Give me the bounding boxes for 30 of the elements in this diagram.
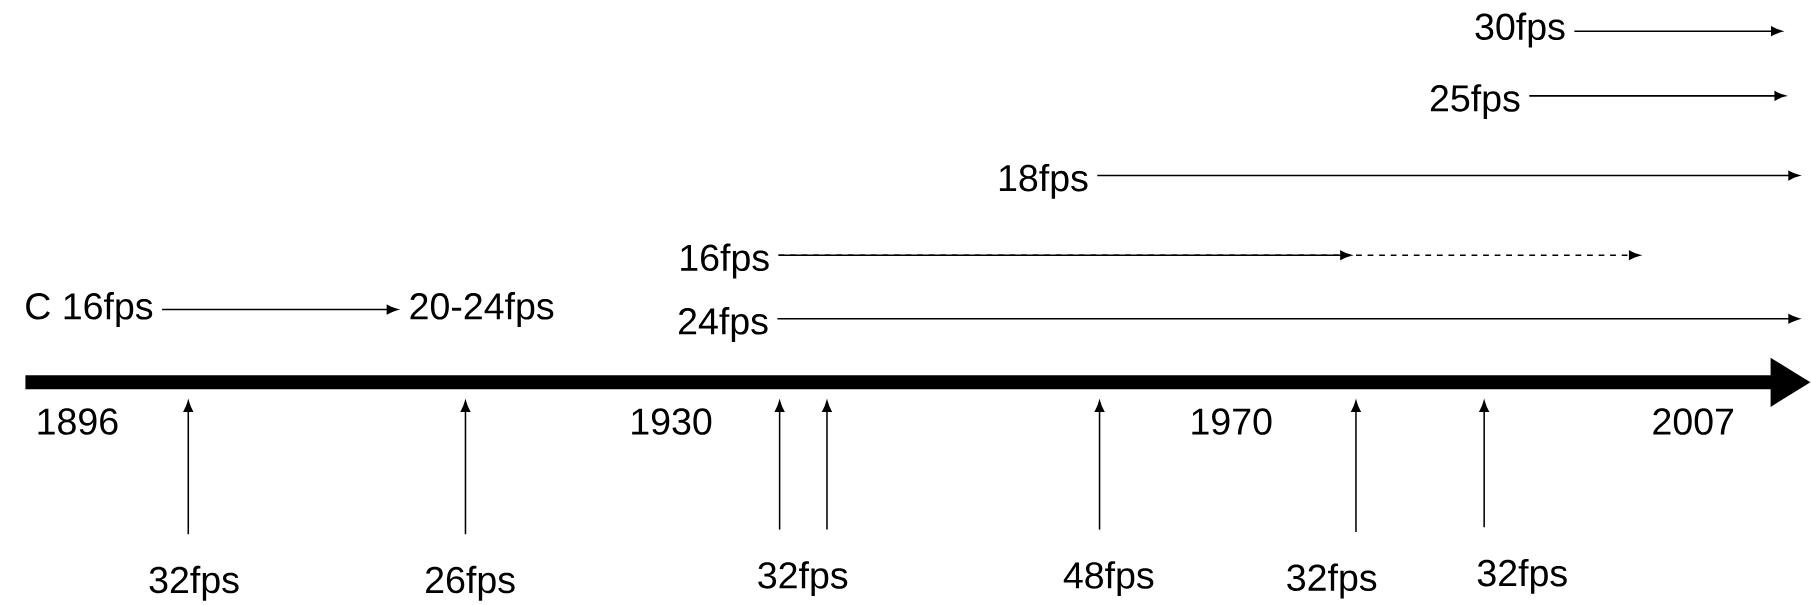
- arrow: [1479, 400, 1489, 528]
- fps-label: 48fps: [1063, 561, 1154, 597]
- fps-label: 26fps: [426, 565, 515, 601]
- arrow: [1094, 400, 1105, 531]
- arrow: [1528, 91, 1786, 101]
- arrow: [776, 314, 1800, 324]
- year-label: 1970: [1192, 408, 1272, 435]
- year-label: 1930: [632, 408, 712, 435]
- arrow: [183, 400, 193, 535]
- year-label: 1896: [38, 408, 118, 435]
- fps-label: 18fps: [999, 163, 1088, 199]
- arrow: [460, 400, 471, 535]
- fps-label: 32fps: [1477, 558, 1567, 594]
- arrow: [777, 250, 1352, 260]
- fps-label: 32fps: [1287, 563, 1377, 599]
- arrow: [1096, 170, 1800, 181]
- arrow: [822, 400, 832, 531]
- year-label: 2007: [1653, 408, 1734, 435]
- fps-label: 16fps: [681, 243, 769, 279]
- arrow: [1351, 400, 1361, 533]
- fps-label: 20-24fps: [410, 292, 554, 327]
- fps-label: 25fps: [1430, 84, 1520, 119]
- arrow: [774, 400, 785, 531]
- fps-label: 30fps: [1475, 12, 1565, 48]
- fps-label: 32fps: [758, 561, 848, 597]
- fps-label: 24fps: [679, 307, 768, 342]
- arrow: [161, 304, 398, 315]
- arrow: [1573, 26, 1783, 36]
- fps-label: 32fps: [149, 565, 239, 601]
- fps-label: C 16fps: [26, 292, 153, 327]
